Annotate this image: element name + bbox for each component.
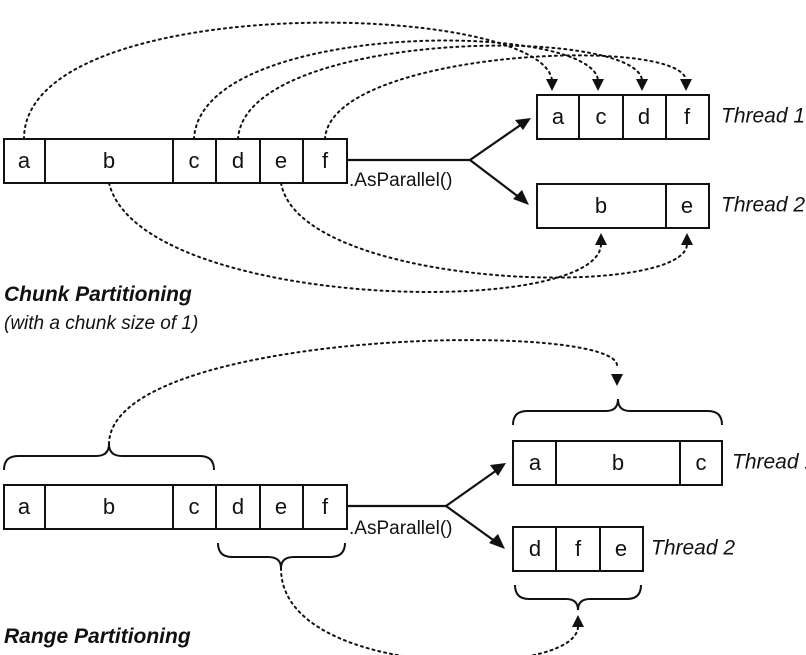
chunk-thread1-cell-f <box>665 94 710 140</box>
range-partitioning-section: a b c d e f .AsParallel() a b c Thread 1 <box>3 339 806 655</box>
chunk-curve-a-arrowhead <box>546 79 558 91</box>
range-thread1-name: Thread 1 <box>732 451 806 474</box>
chunk-arrow-to-thread2 <box>469 159 521 199</box>
chunk-arrowhead-thread2 <box>513 190 529 205</box>
range-source-label-d: d <box>232 494 244 519</box>
chunk-source-array: a b c d e f <box>3 138 348 184</box>
chunk-curve-c-to-thread1 <box>193 39 599 140</box>
chunk-subtitle: (with a chunk size of 1) <box>4 313 198 334</box>
chunk-source-label-c: c <box>189 148 200 173</box>
chunk-thread1-label-a: a <box>552 104 565 129</box>
range-source-brace-abc <box>3 443 215 471</box>
range-source-label-a: a <box>18 494 31 519</box>
chunk-source-label-d: d <box>232 148 244 173</box>
range-thread1-label-a: a <box>529 450 542 475</box>
range-thread1-cell-b <box>555 440 681 486</box>
range-source-brace-def <box>217 542 346 569</box>
range-thread2-cell-e <box>599 526 644 572</box>
range-arrowhead-thread2 <box>489 534 505 549</box>
range-thread2-label-f: f <box>575 536 582 561</box>
chunk-source-label-f: f <box>322 148 329 173</box>
chunk-curve-c-arrowhead <box>592 79 604 91</box>
range-operator-label: .AsParallel() <box>349 518 452 539</box>
chunk-curve-d-arrowhead <box>636 79 648 91</box>
chunk-title: Chunk Partitioning <box>4 283 192 306</box>
range-arrow-to-thread2 <box>445 505 497 543</box>
chunk-curve-b-arrowhead <box>595 233 607 245</box>
chunk-thread2-label-e: e <box>681 193 693 218</box>
chunk-thread1-cell-c <box>578 94 624 140</box>
chunk-curve-a-to-thread1 <box>23 21 553 140</box>
range-arrow-to-thread1 <box>445 469 498 507</box>
chunk-arrow-to-thread1 <box>469 123 523 161</box>
range-source-label-c: c <box>189 494 200 519</box>
chunk-thread2-cell-e <box>665 183 710 229</box>
chunk-thread2-cell-b <box>536 183 667 229</box>
range-source-array: a b c d e f <box>3 484 348 530</box>
range-source-cell-f <box>302 484 348 530</box>
range-thread2-cell-f <box>555 526 601 572</box>
chunk-curve-f-arrowhead <box>680 79 692 91</box>
range-thread2-array: d f e <box>512 526 644 572</box>
chunk-curve-b-to-thread2 <box>108 182 602 293</box>
range-thread1-array: a b c <box>512 440 723 486</box>
range-curve-def-to-thread2 <box>279 567 579 655</box>
chunk-source-label-b: b <box>103 148 115 173</box>
chunk-thread1-name: Thread 1 <box>721 105 805 128</box>
range-title: Range Partitioning <box>4 625 191 648</box>
chunk-thread1-array: a c d f <box>536 94 710 140</box>
chunk-source-label-e: e <box>275 148 287 173</box>
range-thread2-label-d: d <box>529 536 541 561</box>
chunk-curve-e-arrowhead <box>681 233 693 245</box>
chunk-partitioning-section: a b c d e f .AsParallel() a c d f Thread… <box>3 21 805 334</box>
chunk-source-label-a: a <box>18 148 31 173</box>
range-source-cell-b <box>44 484 174 530</box>
range-source-label-b: b <box>103 494 115 519</box>
range-source-cell-e <box>259 484 304 530</box>
range-thread2-name: Thread 2 <box>651 537 735 560</box>
range-source-label-f: f <box>322 494 329 519</box>
chunk-thread1-label-f: f <box>684 104 691 129</box>
range-source-cell-a <box>3 484 46 530</box>
range-curve-abc-arrowhead <box>611 374 623 386</box>
range-arrowhead-thread1 <box>490 463 506 476</box>
chunk-curve-d-to-thread1 <box>237 44 643 140</box>
chunk-thread2-label-b: b <box>595 193 607 218</box>
range-thread1-label-c: c <box>696 450 707 475</box>
range-source-cell-d <box>215 484 261 530</box>
range-source-cell-c <box>172 484 217 530</box>
chunk-thread1-cell-a <box>536 94 580 140</box>
chunk-curve-e-to-thread2 <box>280 182 688 279</box>
range-curve-abc-to-thread1 <box>108 339 618 445</box>
range-thread1-brace <box>512 398 723 426</box>
chunk-thread1-label-d: d <box>638 104 650 129</box>
chunk-arrowhead-thread1 <box>515 118 531 130</box>
range-thread1-cell-c <box>679 440 723 486</box>
chunk-source-cell-f <box>302 138 348 184</box>
range-source-label-e: e <box>275 494 287 519</box>
chunk-thread2-array: b e <box>536 183 710 229</box>
chunk-thread1-label-c: c <box>596 104 607 129</box>
range-curve-def-arrowhead <box>572 615 584 627</box>
range-thread2-label-e: e <box>615 536 627 561</box>
chunk-operator-label: .AsParallel() <box>349 170 452 191</box>
range-thread1-label-b: b <box>612 450 624 475</box>
chunk-thread2-name: Thread 2 <box>721 194 805 217</box>
range-thread2-brace <box>514 584 642 611</box>
